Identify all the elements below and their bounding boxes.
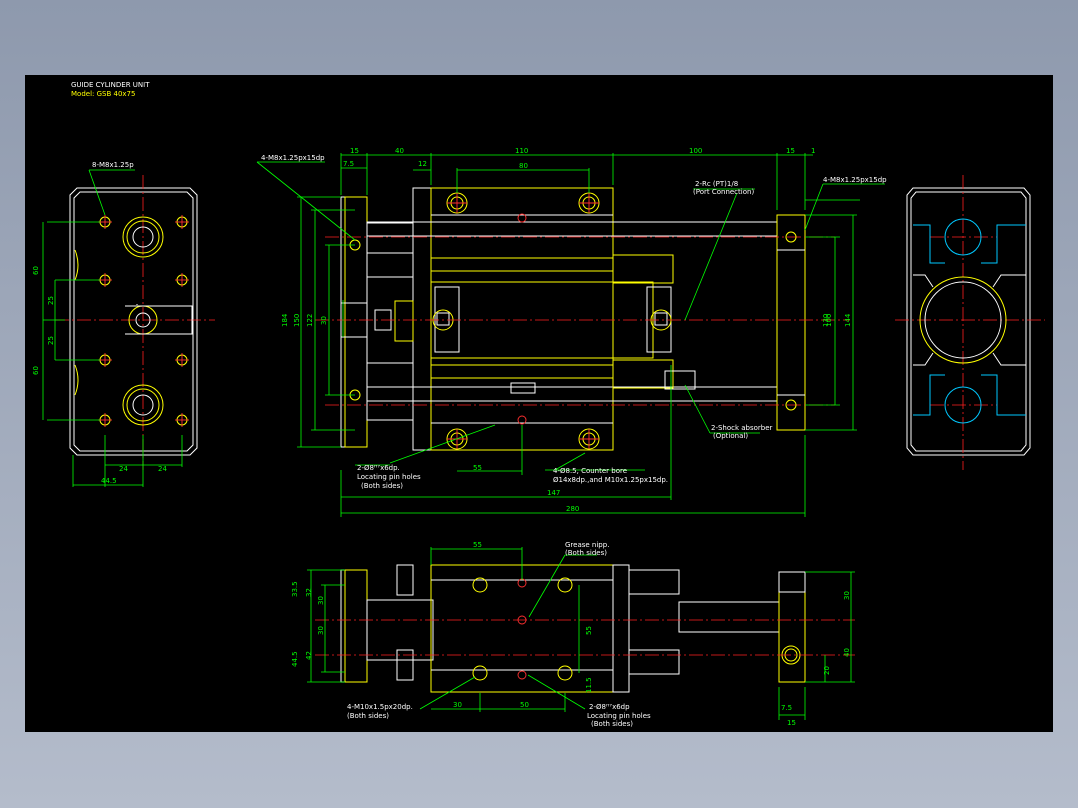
- note-pin-2: Locating pin holes: [357, 473, 421, 481]
- cad-drawing: GUIDE CYLINDER UNIT Model: GSB 40x75: [32, 81, 1045, 728]
- dim-bl-44-5: 44.5: [291, 651, 299, 667]
- dim-top-40: 40: [395, 147, 404, 155]
- dim-front-55: 55: [473, 464, 482, 472]
- dim-front-30: 30: [320, 316, 328, 325]
- note-bore-2: Ø14x8dp.,and M10x1.25px15dp.: [553, 476, 668, 484]
- note-left-tap: 8-M8x1.25p: [92, 161, 134, 169]
- note-pin-3: (Both sides): [361, 482, 403, 490]
- dim-front-147: 147: [547, 489, 560, 497]
- dim-bottom-50: 50: [520, 701, 529, 709]
- note-grease-1: Grease nipp.: [565, 541, 609, 549]
- dim-top-15b: 15: [786, 147, 795, 155]
- dim-front-150: 150: [293, 314, 301, 327]
- dim-bl-33-5: 33.5: [291, 581, 299, 597]
- note-bore-1: 4-Ø8.5, Counter bore: [553, 467, 627, 475]
- note-shock-2: (Optional): [713, 432, 748, 440]
- note-front-tap-right: 4-M8x1.25px15dp: [823, 176, 887, 184]
- dim-bottom-30a: 30: [453, 701, 462, 709]
- note-pin-b-2: Locating pin holes: [587, 712, 651, 720]
- right-end-view: [895, 175, 1045, 470]
- note-front-tap-left: 4-M8x1.25px15dp: [261, 154, 325, 162]
- dim-front-100: 100: [825, 314, 833, 327]
- dim-top-7-5: 7.5: [343, 160, 354, 168]
- dim-front-130: 130: [822, 314, 830, 327]
- left-end-view: 60 25 25 60 24 24 44.5 8-M8x1.25p: [32, 161, 215, 487]
- dim-bottom-55a: 55: [473, 541, 482, 549]
- note-pin-b-1: 2-Ø8ᴴ⁷x6dp: [589, 703, 630, 711]
- dim-bottom-20: 20: [823, 666, 831, 675]
- dim-left-60a: 60: [32, 266, 40, 275]
- dim-left-25b: 25: [47, 336, 55, 345]
- dim-front-122: 122: [306, 314, 314, 327]
- drawing-canvas[interactable]: GUIDE CYLINDER UNIT Model: GSB 40x75: [25, 75, 1053, 732]
- dim-bottom-15: 15: [787, 719, 796, 727]
- dim-top-100: 100: [689, 147, 702, 155]
- title-line1: GUIDE CYLINDER UNIT: [71, 81, 150, 89]
- note-port-2: (Port Connection): [693, 188, 754, 196]
- dim-front-280: 280: [566, 505, 579, 513]
- dim-top-80: 80: [519, 162, 528, 170]
- title-line2: Model: GSB 40x75: [71, 90, 135, 98]
- dim-bottom-30b: 30: [843, 591, 851, 600]
- dim-left-44-5: 44.5: [101, 477, 117, 485]
- dim-left-24a: 24: [119, 465, 128, 473]
- dim-bottom-11-5: 11.5: [585, 677, 593, 693]
- dim-bottom-7-5: 7.5: [781, 704, 792, 712]
- note-pin-1: 2-Ø8ᴴ⁷x6dp.: [357, 464, 400, 472]
- dim-bl-30b: 30: [317, 626, 325, 635]
- front-view: 15 7.5 40 12 110 80 100 15 1 184 150 122…: [256, 147, 887, 517]
- dim-front-184: 184: [281, 313, 289, 327]
- dim-bl-42: 42: [305, 651, 313, 660]
- dim-left-24b: 24: [158, 465, 167, 473]
- note-pin-b-3: (Both sides): [591, 720, 633, 728]
- dim-bl-32: 32: [305, 588, 313, 597]
- bottom-view: 55 55 11.5 30 50 30 40 20 7.5 15 33.5 32…: [291, 541, 855, 728]
- note-m10-2: (Both sides): [347, 712, 389, 720]
- note-grease-2: (Both sides): [565, 549, 607, 557]
- dim-front-144: 144: [844, 313, 852, 327]
- dim-top-1: 1: [811, 147, 815, 155]
- dim-top-110: 110: [515, 147, 528, 155]
- note-shock-1: 2-Shock absorber: [711, 424, 773, 432]
- dim-bottom-55b: 55: [585, 626, 593, 635]
- note-port-1: 2-Rc (PT)1/8: [695, 180, 738, 188]
- dim-top-15: 15: [350, 147, 359, 155]
- dim-top-12: 12: [418, 160, 427, 168]
- dim-left-60b: 60: [32, 366, 40, 375]
- note-m10-1: 4-M10x1.5px20dp.: [347, 703, 413, 711]
- dim-bottom-40: 40: [843, 648, 851, 657]
- dim-bl-30a: 30: [317, 596, 325, 605]
- dim-left-25a: 25: [47, 296, 55, 305]
